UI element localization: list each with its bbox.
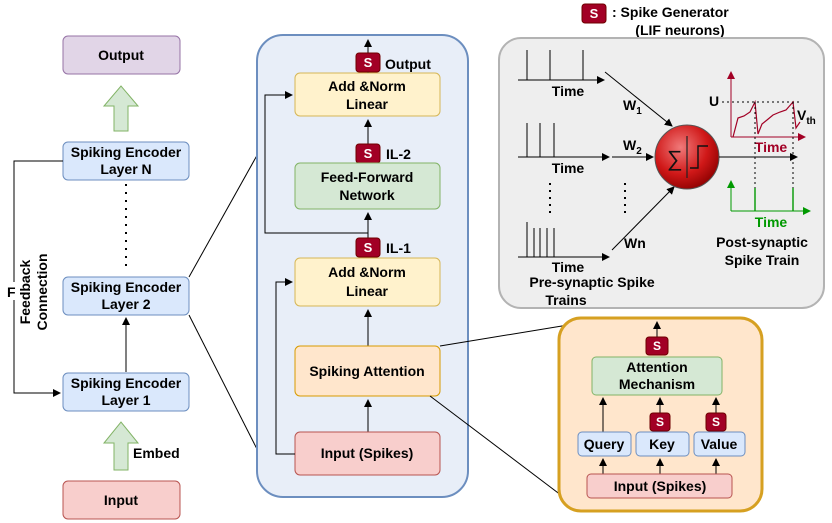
attention-input-label: Input (Spikes) bbox=[614, 478, 707, 494]
spike-badge-value bbox=[705, 412, 727, 432]
spike-badge bbox=[581, 3, 607, 24]
time-label-1: Time bbox=[552, 83, 585, 99]
step-function-icon bbox=[690, 145, 708, 169]
spike-badge-key bbox=[649, 412, 671, 432]
w2-label: W2 bbox=[623, 137, 642, 157]
post-synaptic-line1: Post-synaptic bbox=[716, 234, 808, 250]
time-green-label: Time bbox=[755, 214, 788, 230]
vth-label: Vth bbox=[797, 107, 816, 127]
time-label-3: Time bbox=[552, 259, 585, 275]
wn-label: Wn bbox=[624, 235, 646, 251]
pre-synaptic-line2: Trains bbox=[545, 292, 586, 308]
key-label: Key bbox=[649, 436, 675, 452]
ffn-box bbox=[294, 162, 441, 210]
zoom-line-att-bottom bbox=[429, 395, 579, 509]
input-arrow-n bbox=[611, 186, 675, 251]
input-spikes-label: Input (Spikes) bbox=[321, 445, 414, 461]
key-box bbox=[635, 431, 690, 457]
layer-2-box bbox=[62, 276, 190, 316]
spike-train-2 bbox=[518, 123, 610, 161]
output-arrow bbox=[102, 85, 140, 132]
time-label-2: Time bbox=[552, 160, 585, 176]
sum-symbol: ∑ bbox=[667, 146, 683, 171]
output-label-middle: Output bbox=[385, 56, 431, 72]
attention-mechanism-line1: Attention bbox=[626, 359, 687, 375]
layer-n-line1: Spiking Encoder bbox=[71, 144, 182, 160]
input-arrow-1 bbox=[604, 71, 673, 127]
badge-letter: S bbox=[653, 339, 661, 353]
query-box bbox=[577, 431, 632, 457]
badge-letter: S bbox=[364, 55, 373, 70]
add-norm-bottom-line1: Add &Norm bbox=[328, 264, 406, 280]
post-synaptic-line2: Spike Train bbox=[725, 252, 800, 268]
add-norm-bottom bbox=[294, 257, 441, 307]
feedback-line bbox=[13, 160, 63, 397]
w1-label: W1 bbox=[623, 97, 642, 117]
ffn-line1: Feed-Forward bbox=[321, 169, 414, 185]
value-box bbox=[693, 431, 746, 457]
output-box bbox=[62, 35, 181, 75]
pre-synaptic-line1: Pre-synaptic Spike bbox=[529, 274, 654, 290]
f-label: F bbox=[7, 284, 16, 300]
query-label: Query bbox=[584, 436, 625, 452]
spiking-attention-label: Spiking Attention bbox=[309, 363, 424, 379]
add-norm-bottom-line2: Linear bbox=[346, 283, 389, 299]
residual-top bbox=[264, 91, 368, 234]
add-norm-top bbox=[294, 72, 441, 117]
encoder-layer-detail: S Output Add &Norm Linear S IL-2 Feed-Fo… bbox=[256, 34, 469, 498]
zoom-line-top bbox=[188, 149, 261, 278]
il2-label: IL-2 bbox=[386, 146, 411, 162]
output-spike-plot: Time bbox=[727, 180, 811, 230]
feedback-label-1: Feedback bbox=[17, 259, 33, 324]
output-label: Output bbox=[98, 47, 144, 63]
lif-neuron-panel: Time Time Time W1 W2 Wn bbox=[498, 37, 825, 309]
spike-badge-il1 bbox=[355, 237, 381, 258]
attention-input-box bbox=[586, 473, 733, 499]
time-red-label: Time bbox=[755, 139, 788, 155]
layer-2-line2: Layer 2 bbox=[101, 296, 150, 312]
attention-mechanism-line2: Mechanism bbox=[619, 376, 695, 392]
add-norm-top-line1: Add &Norm bbox=[328, 78, 406, 94]
embed-label: Embed bbox=[133, 445, 180, 461]
layer-1-box bbox=[62, 372, 190, 412]
input-box bbox=[62, 480, 181, 520]
layer-n-line2: Layer N bbox=[100, 161, 151, 177]
badge-letter: S bbox=[590, 6, 599, 21]
legend-subtext: (LIF neurons) bbox=[635, 22, 724, 38]
attention-detail: S Attention Mechanism S S Query Key Valu… bbox=[557, 316, 764, 513]
input-label: Input bbox=[104, 492, 139, 508]
feedback-label-2: Connection bbox=[34, 254, 50, 331]
layer-1-line2: Layer 1 bbox=[101, 392, 150, 408]
layer-1-line1: Spiking Encoder bbox=[71, 375, 182, 391]
legend: S : Spike Generator (LIF neurons) bbox=[581, 3, 729, 38]
legend-text: : Spike Generator bbox=[612, 4, 729, 20]
embed-arrow bbox=[102, 421, 140, 471]
add-norm-top-line2: Linear bbox=[346, 96, 389, 112]
il1-label: IL-1 bbox=[386, 240, 411, 256]
spiking-attention-box bbox=[294, 345, 441, 397]
value-label: Value bbox=[701, 436, 738, 452]
layer-2-line1: Spiking Encoder bbox=[71, 279, 182, 295]
badge-letter: S bbox=[712, 415, 720, 429]
spike-train-1 bbox=[518, 50, 605, 84]
badge-letter: S bbox=[364, 240, 373, 255]
badge-letter: S bbox=[656, 415, 664, 429]
attention-mechanism-box bbox=[591, 356, 723, 396]
ffn-line2: Network bbox=[339, 187, 394, 203]
left-stack: Output Spiking Encoder Layer N Spiking E… bbox=[5, 35, 190, 520]
spike-train-3 bbox=[518, 222, 610, 261]
membrane-plot: U Vth Time bbox=[709, 71, 816, 155]
zoom-line-bottom bbox=[188, 314, 261, 456]
badge-letter: S bbox=[364, 146, 373, 161]
zoom-line-att-top bbox=[439, 324, 569, 347]
residual-bottom bbox=[275, 278, 295, 455]
spike-badge-attention bbox=[645, 336, 669, 356]
u-label: U bbox=[709, 93, 719, 109]
